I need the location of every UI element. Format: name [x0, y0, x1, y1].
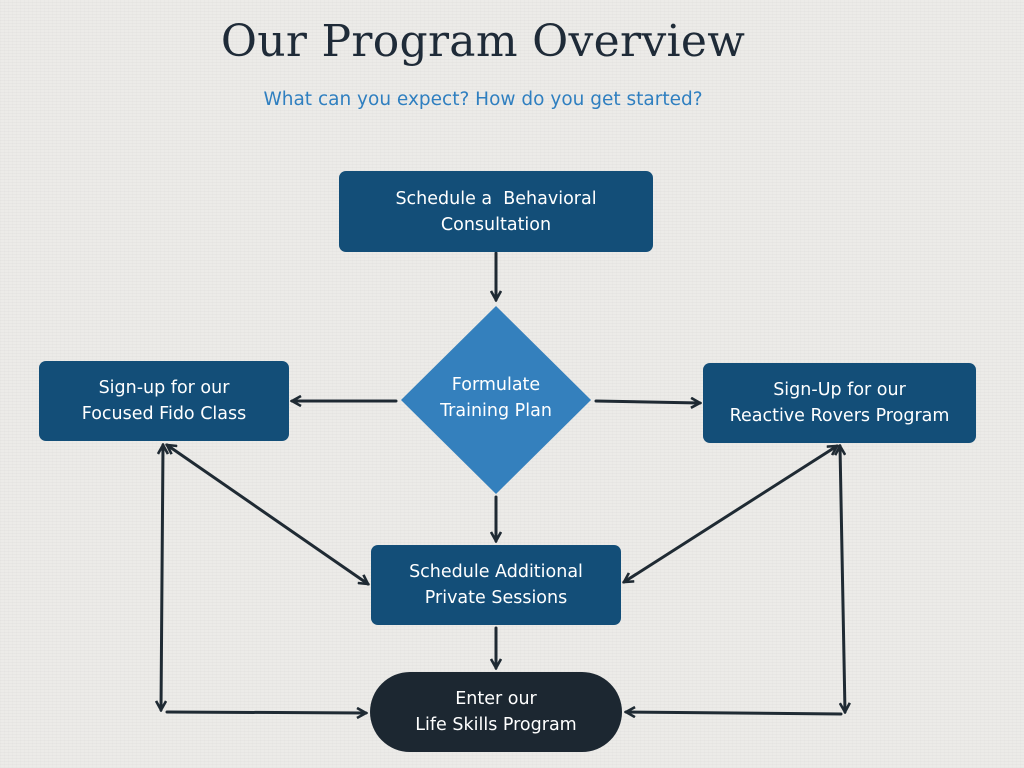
focused-fido-line2: Focused Fido Class: [81, 404, 247, 424]
consultation-line1: Schedule a Behavioral: [395, 188, 597, 209]
reactive-rovers-box[interactable]: Sign-Up for our Reactive Rovers Program: [703, 363, 976, 443]
life-skills-pill[interactable]: Enter our Life Skills Program: [370, 672, 622, 752]
arrow-reactive-rovers-private-sessions: [624, 444, 837, 584]
arrow-focused-fido-private-sessions: [167, 445, 368, 584]
life-skills-line2: Life Skills Program: [415, 715, 577, 735]
focused-fido-box[interactable]: Sign-up for our Focused Fido Class: [39, 361, 289, 441]
arrow-right-to-life-skills: [626, 712, 843, 714]
training-plan-label: Formulate Training Plan: [405, 372, 587, 424]
page-title: Our Program Overview: [220, 16, 746, 67]
page-subtitle: What can you expect? How do you get star…: [263, 89, 703, 110]
arrow-reactive-rovers-down: [840, 446, 845, 712]
training-plan-diamond[interactable]: [401, 306, 591, 494]
arrow-focused-fido-down: [161, 445, 163, 710]
arrow-plan-to-reactive-rovers: [594, 401, 700, 403]
consultation-line2: Consultation: [440, 214, 552, 235]
focused-fido-line1: Sign-up for our: [98, 378, 230, 398]
consultation-box[interactable]: Schedule a Behavioral Consultation: [339, 171, 653, 252]
training-plan-line2: Training Plan: [440, 401, 552, 421]
reactive-rovers-line2: Reactive Rovers Program: [729, 406, 950, 426]
private-sessions-line2: Private Sessions: [424, 588, 568, 608]
private-sessions-box[interactable]: Schedule Additional Private Sessions: [371, 545, 621, 625]
life-skills-line1: Enter our: [455, 689, 537, 709]
arrow-left-to-life-skills: [165, 712, 366, 713]
reactive-rovers-line1: Sign-Up for our: [773, 380, 906, 400]
training-plan-line1: Formulate: [451, 375, 541, 395]
private-sessions-line1: Schedule Additional: [409, 562, 583, 582]
